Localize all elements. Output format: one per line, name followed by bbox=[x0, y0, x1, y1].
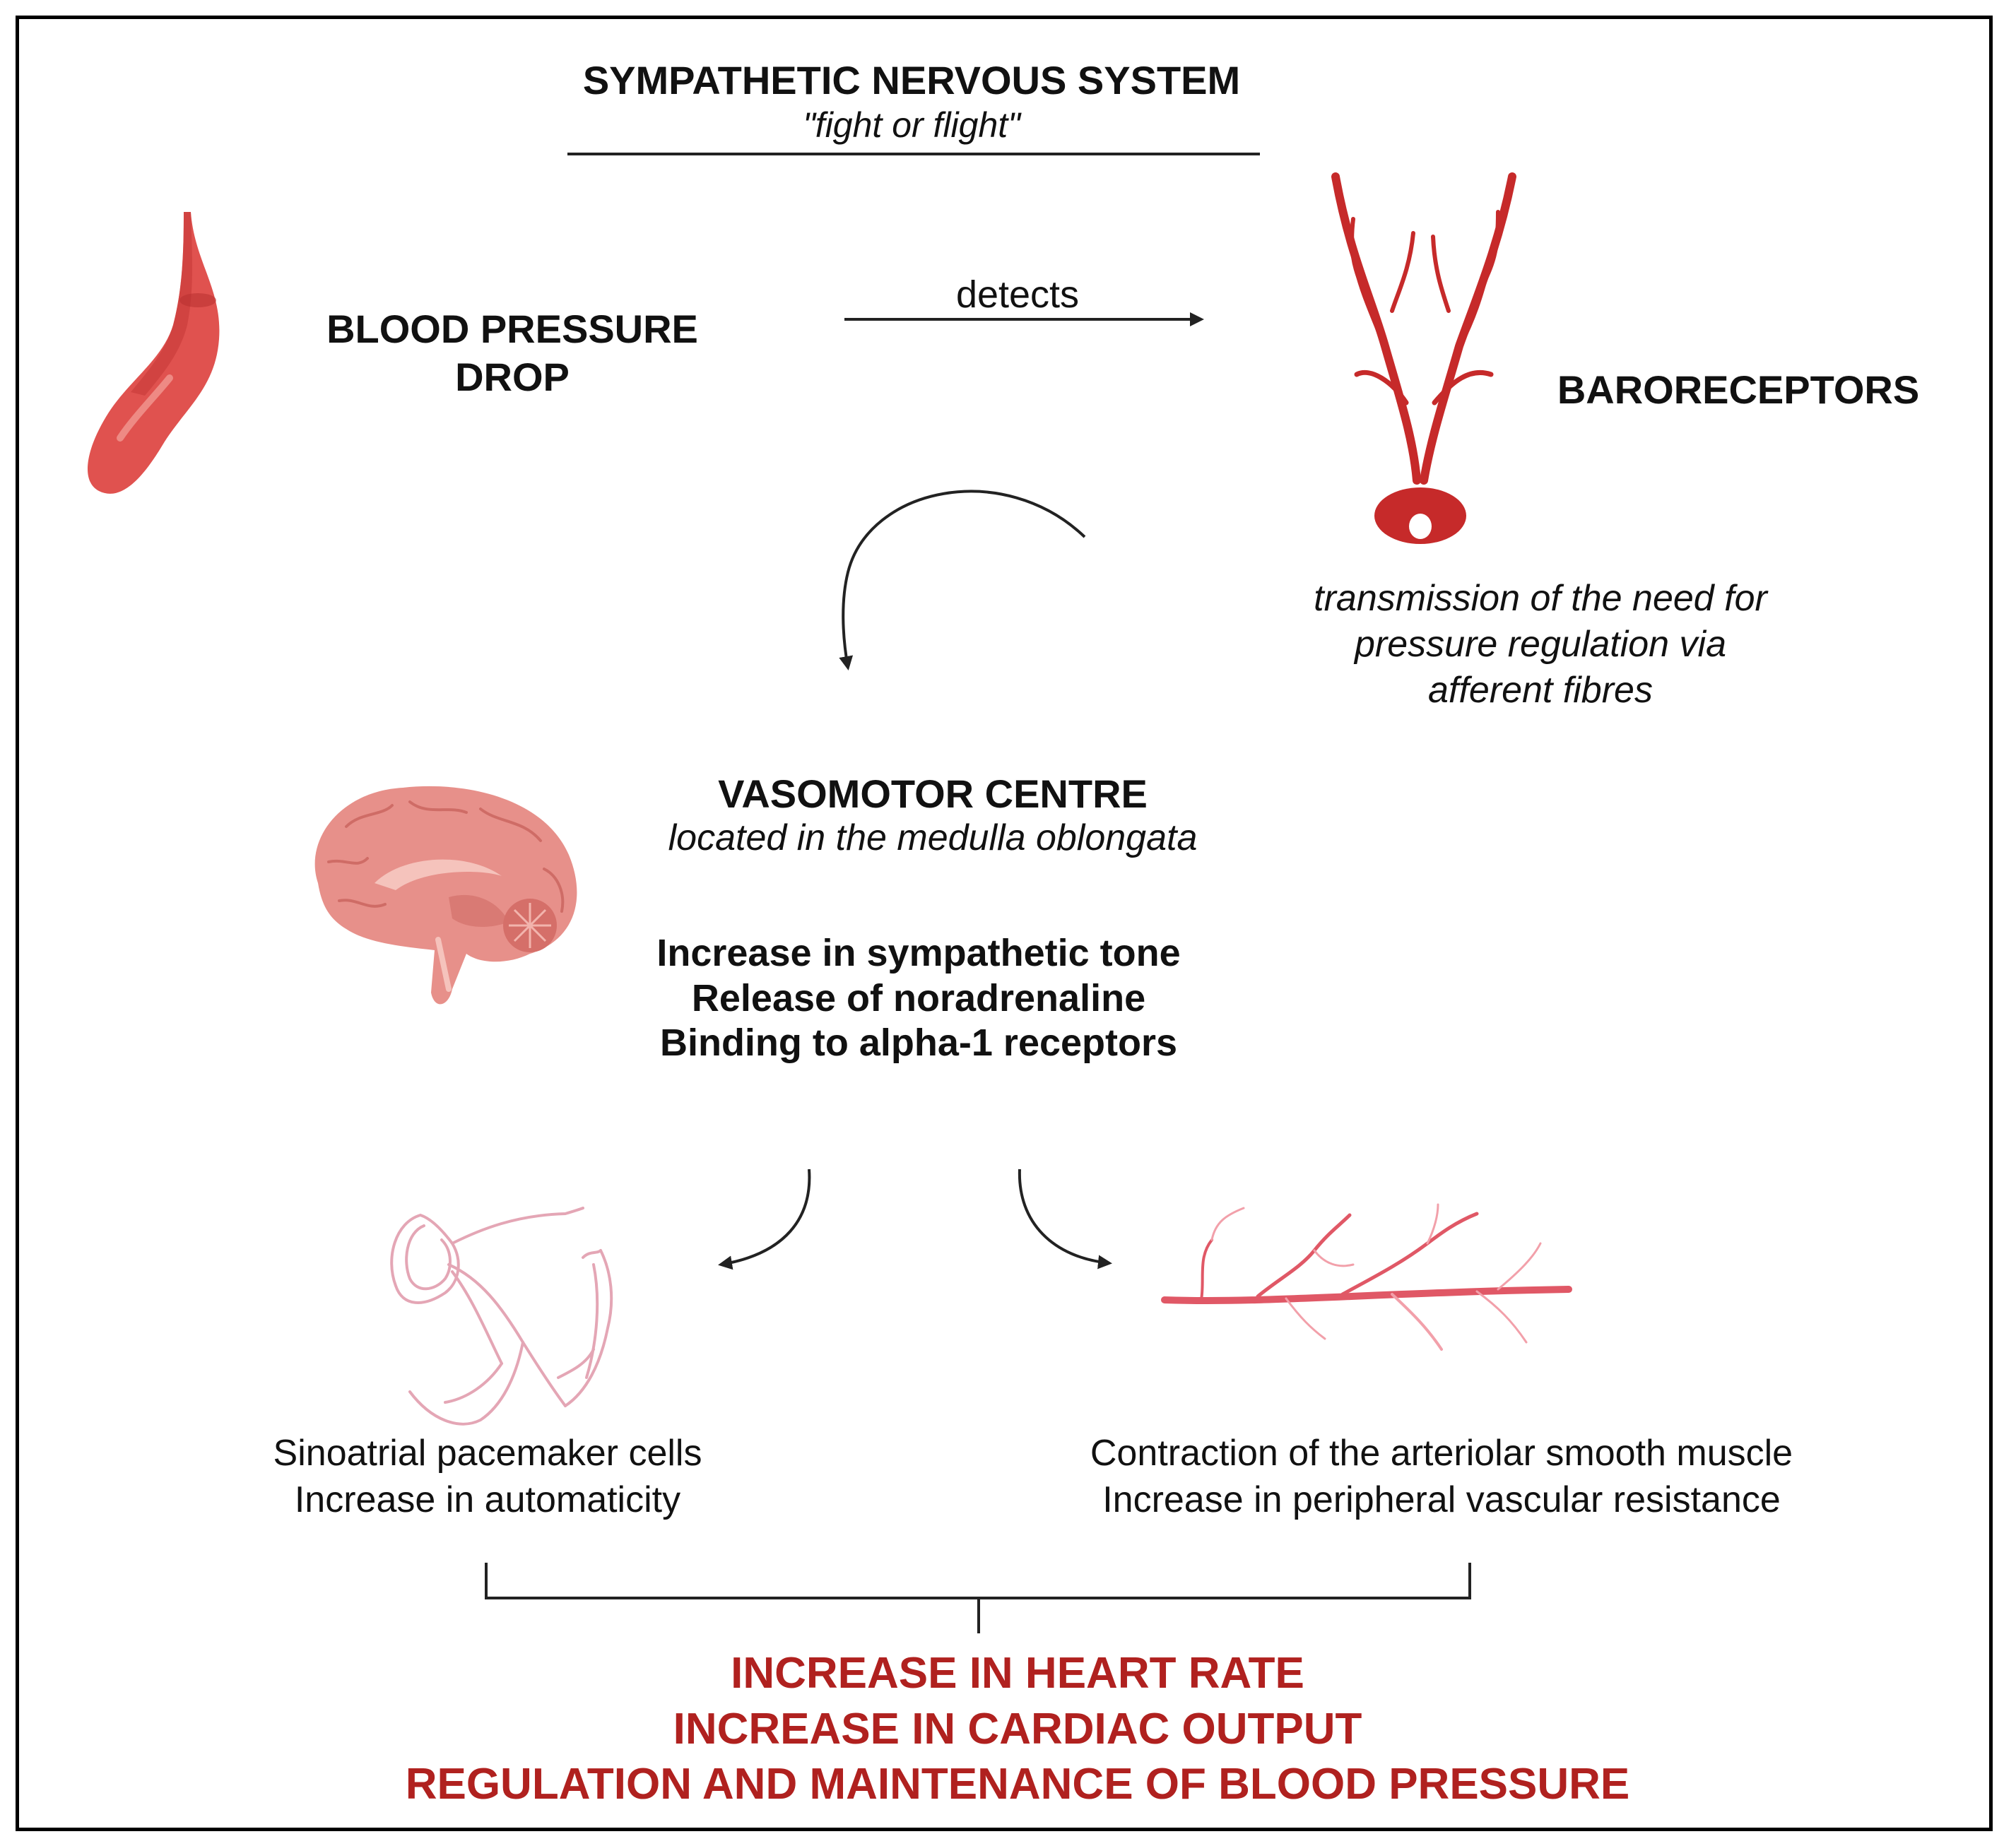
baroreceptor-nerve-icon bbox=[1331, 172, 1516, 544]
heart-effect-text: Sinoatrial pacemaker cells Increase in a… bbox=[205, 1431, 770, 1523]
outcome-item: INCREASE IN CARDIAC OUTPUT bbox=[673, 1704, 1362, 1753]
heart-effect-line-1: Sinoatrial pacemaker cells bbox=[273, 1433, 702, 1474]
outcomes: INCREASE IN HEART RATE INCREASE IN CARDI… bbox=[269, 1646, 1767, 1813]
transmission-curved-arrow bbox=[839, 490, 1086, 670]
transmission-line-1: transmission of the need for bbox=[1314, 578, 1767, 619]
diagram-subtitle: "fight or flight" bbox=[803, 105, 1020, 145]
heart-branch-arrow bbox=[718, 1168, 811, 1270]
outcome-bracket bbox=[485, 1563, 1471, 1633]
brain-icon bbox=[314, 786, 577, 1005]
stimulus-line-2: DROP bbox=[455, 355, 570, 400]
heart-conduction-icon bbox=[390, 1207, 613, 1426]
vessel-effect-line-2: Increase in peripheral vascular resistan… bbox=[1102, 1479, 1781, 1520]
stimulus-line-1: BLOOD PRESSURE bbox=[326, 307, 698, 351]
vessel-effect-line-1: Contraction of the arteriolar smooth mus… bbox=[1090, 1433, 1793, 1474]
detects-label: detects bbox=[955, 273, 1080, 316]
outcome-item: INCREASE IN HEART RATE bbox=[731, 1649, 1304, 1698]
centre-title: VASOMOTOR CENTRE bbox=[718, 771, 1148, 816]
transmission-line-3: afferent fibres bbox=[1428, 670, 1653, 711]
arteriole-icon bbox=[1161, 1203, 1572, 1351]
blood-vessel-icon bbox=[87, 212, 220, 494]
centre-step: Release of noradrenaline bbox=[691, 976, 1146, 1019]
centre-step: Binding to alpha-1 receptors bbox=[659, 1022, 1178, 1065]
centre-steps: Increase in sympathetic tone Release of … bbox=[601, 931, 1237, 1066]
baroreceptors-label: BARORECEPTORS bbox=[1557, 367, 1920, 412]
centre-step: Increase in sympathetic tone bbox=[656, 932, 1181, 974]
outcome-item: REGULATION AND MAINTENANCE OF BLOOD PRES… bbox=[405, 1760, 1630, 1809]
transmission-line-2: pressure regulation via bbox=[1354, 624, 1727, 665]
heart-effect-line-2: Increase in automaticity bbox=[294, 1479, 681, 1520]
vessel-effect-text: Contraction of the arteriolar smooth mus… bbox=[1032, 1431, 1851, 1523]
diagram-title: SYMPATHETIC NERVOUS SYSTEM bbox=[582, 58, 1241, 102]
vessel-branch-arrow bbox=[1018, 1168, 1112, 1270]
stimulus-label: BLOOD PRESSURE DROP bbox=[311, 305, 714, 402]
centre-subtitle: located in the medulla oblongata bbox=[668, 817, 1198, 858]
transmission-text: transmission of the need for pressure re… bbox=[1222, 576, 1858, 714]
